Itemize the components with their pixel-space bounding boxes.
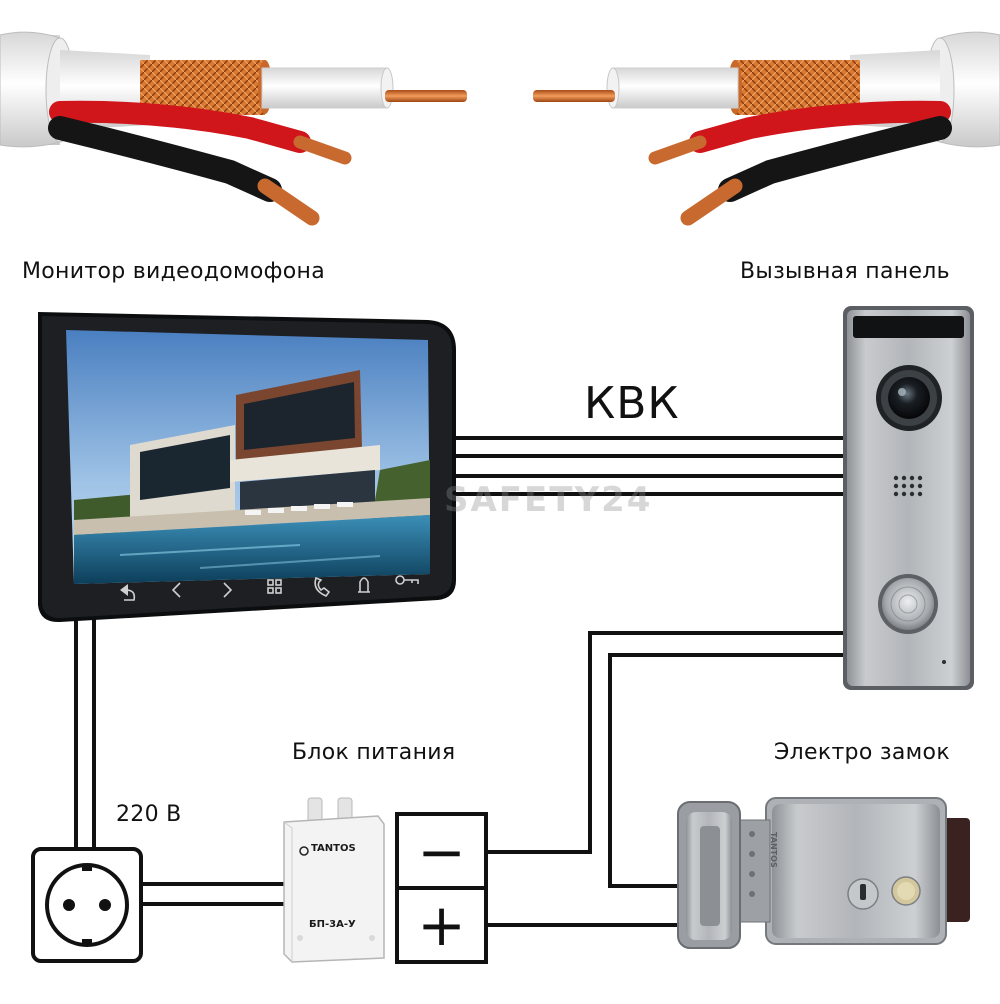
- call-panel-label: Вызывная панель: [740, 259, 950, 284]
- electric-lock-label: Электро замок: [774, 740, 950, 765]
- connection-wires: [74, 436, 845, 927]
- back-icon[interactable]: [120, 584, 136, 601]
- bell-icon[interactable]: [358, 577, 370, 593]
- watermark: SAFETY24: [444, 480, 653, 520]
- camera-lens-icon: [876, 365, 942, 431]
- door-call-panel: [843, 306, 974, 690]
- monitor-touch-buttons: [120, 575, 419, 601]
- monitor-screen: [66, 330, 430, 584]
- power-supply-label: Блок питания: [292, 740, 456, 765]
- lock-release-button[interactable]: [891, 876, 921, 906]
- monitor-label: Монитор видеодомофона: [22, 259, 325, 284]
- coax-cable-left: [0, 31, 467, 226]
- cable-type-label: КВК: [584, 378, 680, 429]
- microphone-hole-icon: [942, 660, 946, 664]
- lock-brand-label: TANTOS: [769, 832, 778, 868]
- plus-terminal-sign: +: [417, 891, 466, 959]
- key-icon[interactable]: [395, 575, 419, 585]
- minus-terminal-sign: −: [417, 818, 466, 886]
- speaker-grille-icon: [893, 475, 923, 497]
- power-terminals: [395, 812, 488, 964]
- next-icon[interactable]: [223, 582, 233, 598]
- prev-icon[interactable]: [171, 582, 181, 598]
- power-supply-unit: [283, 797, 385, 963]
- intercom-monitor: [38, 312, 456, 623]
- power-socket: [31, 847, 143, 963]
- call-button[interactable]: [878, 574, 938, 634]
- psu-model-label: БП-3А-У: [309, 919, 356, 930]
- voltage-label: 220 В: [116, 802, 182, 827]
- electric-lock: [677, 797, 970, 949]
- phone-icon[interactable]: [314, 576, 331, 597]
- key-cylinder-icon: [847, 878, 879, 910]
- coax-cable-right: [533, 31, 1000, 226]
- psu-brand-label: TANTOS: [311, 843, 356, 854]
- menu-icon[interactable]: [267, 579, 282, 594]
